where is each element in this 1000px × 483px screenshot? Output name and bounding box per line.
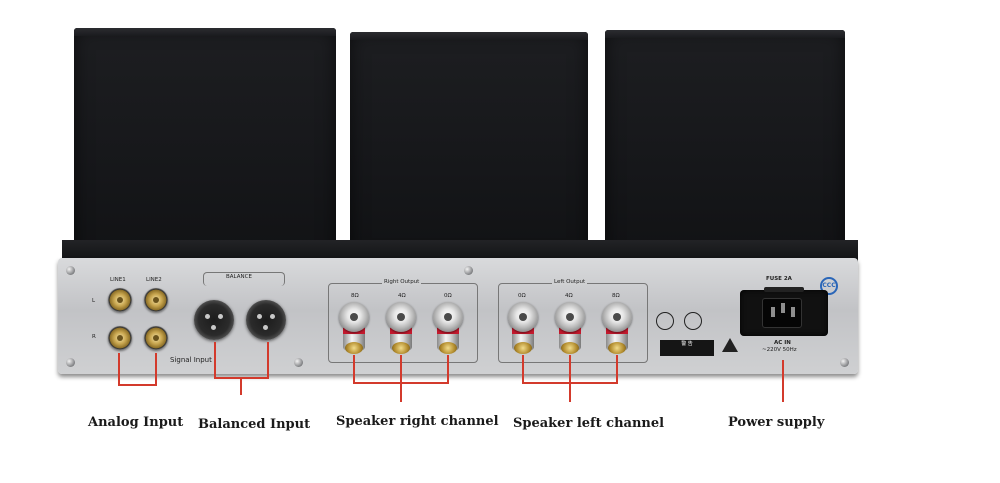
transformer-cover-left [74,28,336,268]
caption-analog-input: Analog Input [88,415,184,430]
binding-post-left-8ohm[interactable] [602,302,632,354]
label-line2: LINE2 [146,277,162,283]
caption-speaker-left: Speaker left channel [513,416,665,431]
screw [66,358,75,367]
annotation-line [522,355,524,383]
annotation-line [569,355,571,383]
annotation-line [616,355,618,383]
annotation-line [155,353,157,385]
annotation-line [569,382,571,402]
label-right-0ohm: 0Ω [444,293,452,299]
power-inlet[interactable] [740,290,828,336]
binding-post-right-0ohm[interactable] [433,302,463,354]
xlr-input-left[interactable] [194,300,234,340]
binding-post-left-0ohm[interactable] [508,302,538,354]
annotation-line [118,353,120,385]
transformer-cover-right [605,30,845,262]
caption-balanced-input: Balanced Input [198,417,311,432]
label-l: L [92,298,96,304]
caption-power-supply: Power supply [728,415,825,430]
label-right-output: Right Output [382,279,422,285]
label-left-4ohm: 4Ω [565,293,573,299]
label-balance: BALANCE [226,274,252,280]
ccc-certification-icon: CCC [820,277,838,295]
rca-jack-line2-right[interactable] [144,326,168,350]
warning-triangle-icon [722,338,738,352]
warning-text: 警 告 [681,341,693,347]
label-left-8ohm: 8Ω [612,293,620,299]
label-signal-input: Signal Input [170,356,212,364]
screw [66,266,75,275]
annotation-line [400,382,402,402]
binding-post-right-4ohm[interactable] [386,302,416,354]
annotation-line [447,355,449,383]
xlr-input-right[interactable] [246,300,286,340]
label-left-0ohm: 0Ω [518,293,526,299]
screw [294,358,303,367]
label-ac-in: AC IN [774,340,791,346]
annotation-line [267,342,269,378]
rca-jack-line2-left[interactable] [144,288,168,312]
screw [464,266,473,275]
label-right-8ohm: 8Ω [351,293,359,299]
rca-jack-line1-right[interactable] [108,326,132,350]
label-voltage: ~220V 50Hz [762,347,797,353]
label-r: R [92,334,96,340]
binding-post-left-4ohm[interactable] [555,302,585,354]
recycle-icon [684,312,702,330]
label-right-4ohm: 4Ω [398,293,406,299]
annotation-line [782,360,784,402]
no-disposal-icon [656,312,674,330]
transformer-cover-middle [350,32,588,260]
rca-jack-line1-left[interactable] [108,288,132,312]
binding-post-right-8ohm[interactable] [339,302,369,354]
fuse-holder[interactable] [764,287,804,292]
balance-frame [203,272,285,286]
caption-speaker-right: Speaker right channel [336,414,499,429]
label-fuse: FUSE 2A [766,276,792,282]
annotation-line [353,355,355,383]
annotation-line [118,384,157,386]
label-left-output: Left Output [552,279,588,285]
annotation-line [240,377,242,395]
annotation-line [400,355,402,383]
warning-label: 警 告 [660,340,714,356]
annotation-line [214,342,216,378]
screw [840,358,849,367]
label-line1: LINE1 [110,277,126,283]
